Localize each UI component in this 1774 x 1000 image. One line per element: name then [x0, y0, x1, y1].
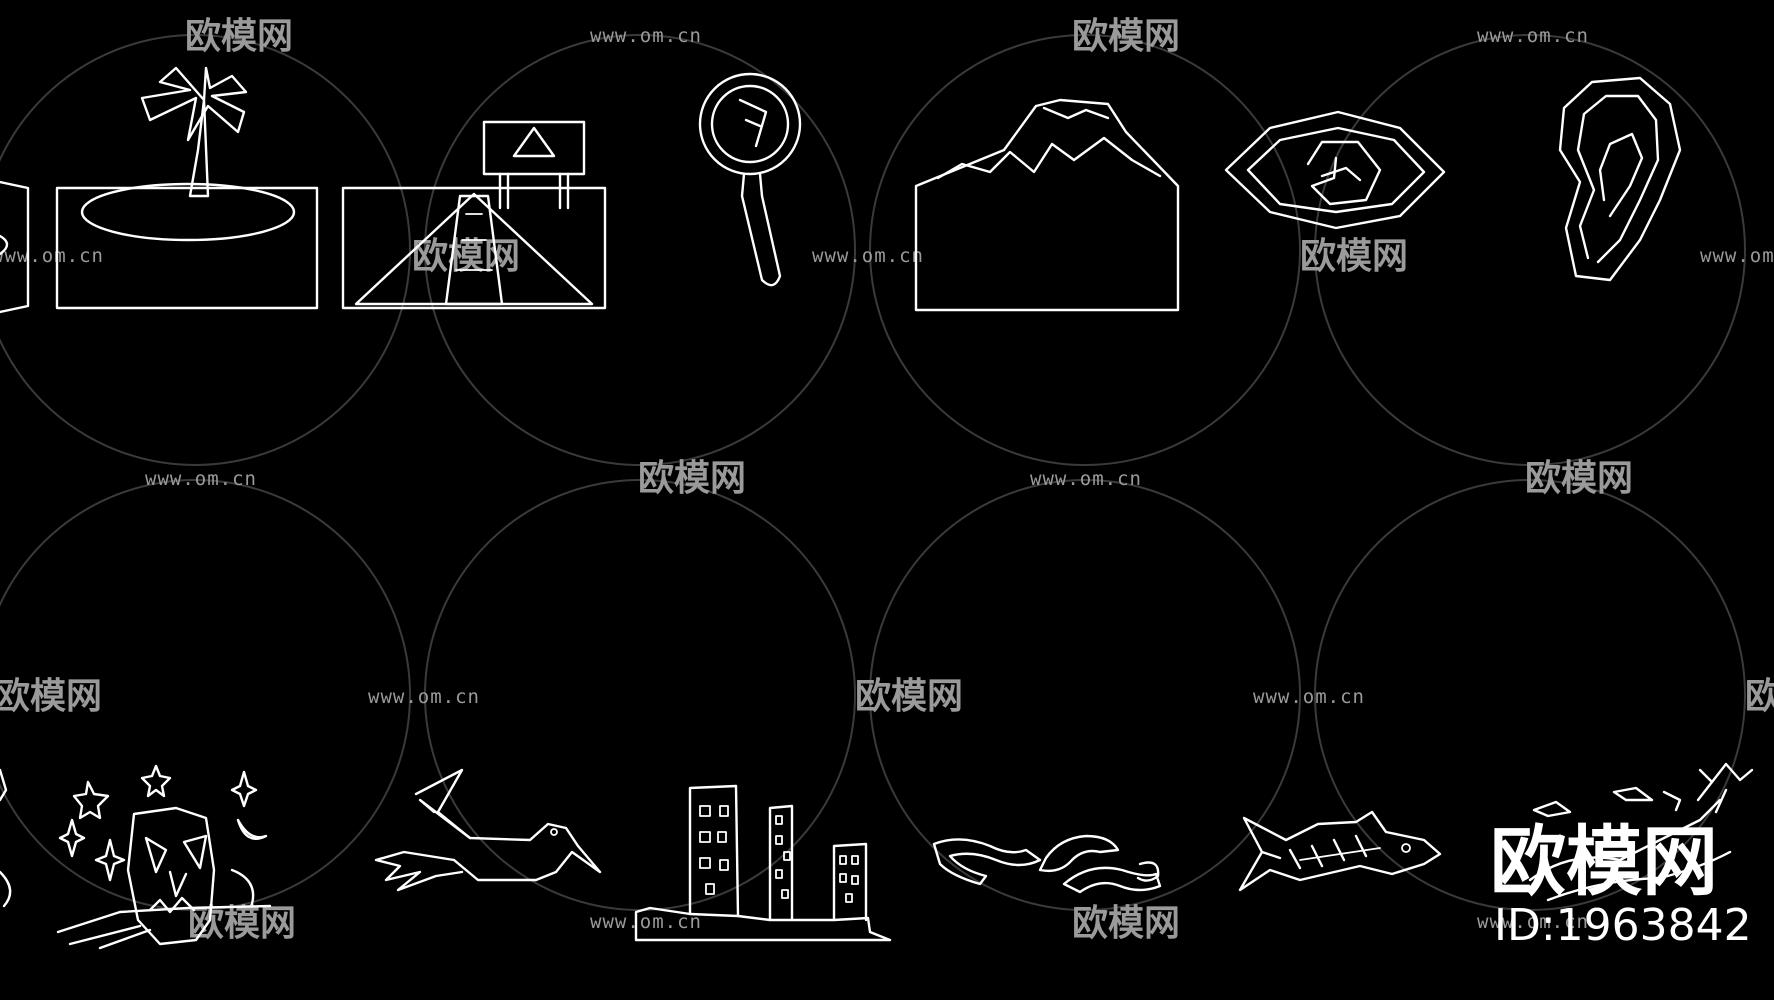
watermark-brand: 欧模网	[638, 458, 746, 499]
partial-edge-icon	[0, 180, 30, 314]
watermark-brand: 欧模网	[1300, 236, 1408, 277]
watermark-brand: 欧模网	[185, 16, 293, 57]
bird-branch-icon	[1528, 762, 1754, 902]
watermark-url: www.om.cn	[1477, 911, 1589, 933]
mountain-icon	[914, 98, 1180, 312]
city-buildings-icon	[634, 784, 892, 942]
brand-name: 欧模网	[1490, 817, 1718, 906]
road-billboard-icon	[341, 120, 607, 310]
watermark-url: www.om.cn	[145, 468, 257, 490]
partial-edge-icon-2	[0, 768, 12, 908]
owl-stars-icon	[56, 764, 272, 950]
watermark-url: www.om.cn	[1477, 25, 1589, 47]
watermark-brand: 欧模网	[1525, 458, 1633, 499]
snakes-icon	[932, 834, 1162, 894]
watermark-url: www.om.cn	[0, 245, 104, 267]
watermark-url: www.om.cn	[368, 686, 480, 708]
ear-icon	[1558, 76, 1682, 282]
watermark-circles	[0, 34, 1746, 911]
island-palm-icon	[55, 66, 319, 310]
brand-overlay: 欧模网 ID:1963842	[1490, 817, 1752, 951]
watermark-layer: 欧模网 www.om.cn 欧模网 www.om.cn www.om.cn 欧模…	[0, 16, 1774, 944]
watermark-brand: 欧模网	[0, 676, 102, 717]
watermark-brand: 欧模网	[855, 676, 963, 717]
watermark-url: www.om.cn	[812, 245, 924, 267]
brand-id: ID:1963842	[1494, 900, 1752, 951]
watermark-url: www.om.cn	[1700, 245, 1774, 267]
eye-icon	[1224, 110, 1446, 230]
watermark-url: www.om.cn	[590, 911, 702, 933]
watermark-brand: 欧模网	[1072, 16, 1180, 57]
watermark-brand: 欧模网	[1072, 903, 1180, 944]
watermark-brand: 欧模网	[188, 903, 296, 944]
watermark-brand: 欧模网	[1745, 676, 1774, 717]
watermark-url: www.om.cn	[590, 25, 702, 47]
watermark-url: www.om.cn	[1030, 468, 1142, 490]
magnifier-icon	[698, 72, 802, 287]
bird-icon	[374, 768, 602, 892]
watermark-url: www.om.cn	[1253, 686, 1365, 708]
fish-icon	[1238, 810, 1442, 892]
